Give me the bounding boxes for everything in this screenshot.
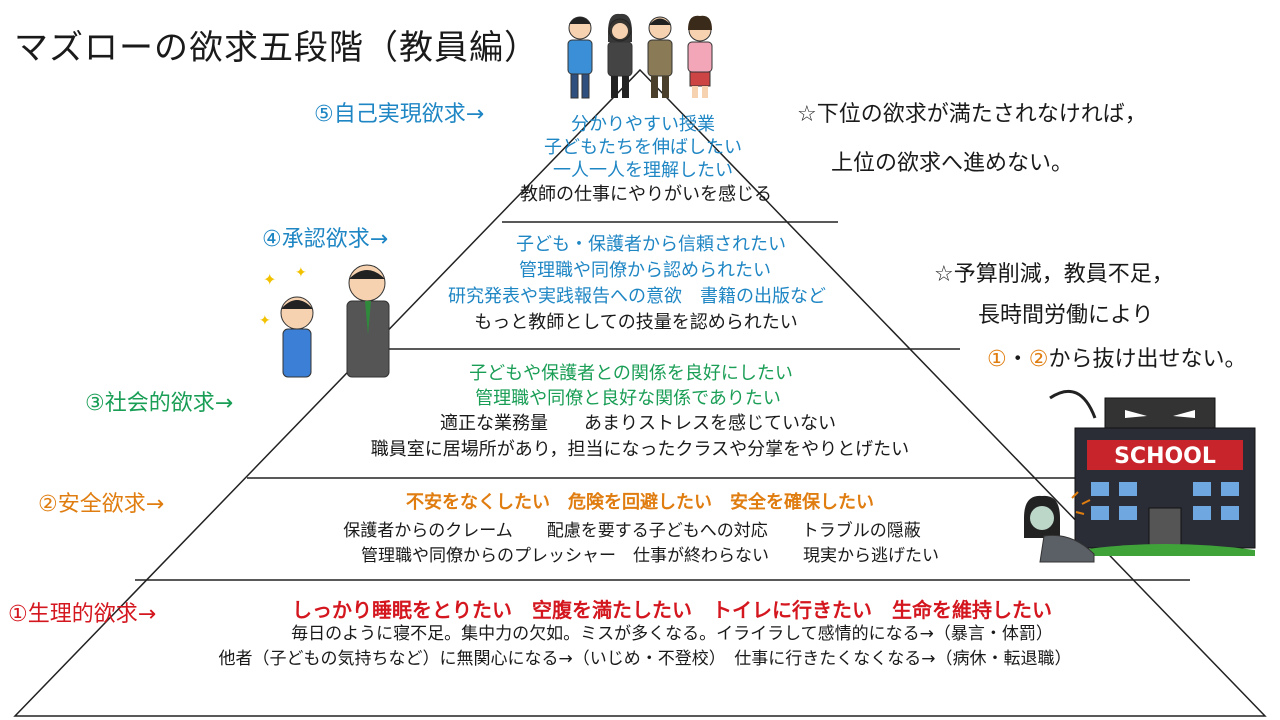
page-title: マズローの欲求五段階（教員編） [14, 28, 539, 68]
level2-line2: 保護者からのクレーム 配慮を要する子どもへの対応 トラブルの隠蔽 [343, 521, 921, 541]
level4-line1: 子ども・保護者から信頼されたい [516, 234, 786, 255]
note2-circle2: ② [1028, 347, 1049, 372]
level1-label: ①生理的欲求→ [8, 602, 157, 627]
level4-line2: 管理職や同僚から認められたい [519, 260, 771, 281]
praise-illustration: ✦ ✦ ✦ [259, 264, 390, 378]
level1-line2: 毎日のように寝不足。集中力の欠如。ミスが多くなる。イライラして感情的になる→（暴… [291, 624, 1053, 644]
level1-line1: しっかり睡眠をとりたい 空腹を満たしたい トイレに行きたい 生命を維持したい [292, 598, 1052, 622]
level4-label: ④承認欲求→ [262, 227, 389, 252]
level3-label: ③社会的欲求→ [85, 391, 234, 416]
note2-circle1: ① [987, 347, 1007, 372]
note1-line1: ☆下位の欲求が満たされなければ， [797, 102, 1147, 127]
stressed-teacher-illustration [1024, 491, 1095, 563]
level2-line3: 管理職や同僚からのプレッシャー 仕事が終わらない 現実から逃げたい [361, 546, 939, 566]
school-sign: SCHOOL [1114, 444, 1216, 469]
note2-line1: ☆予算削減，教員不足， [934, 262, 1174, 287]
note2-rest: から抜け出せない。 [1048, 347, 1247, 372]
school-building-illustration: SCHOOL [1049, 389, 1256, 556]
level3-line1: 子どもや保護者との関係を良好にしたい [469, 363, 793, 384]
pyramid-triangle [13, 68, 1267, 717]
level5-line2: 子どもたちを伸ばしたい [544, 137, 742, 158]
level5-label: ⑤自己実現欲求→ [314, 102, 485, 127]
svg-text:✦: ✦ [263, 270, 276, 289]
level3-line4: 職員室に居場所があり，担当になったクラスや分掌をやりとげたい [370, 439, 910, 460]
note1-line2: 上位の欲求へ進めない。 [831, 151, 1074, 176]
level4-line3: 研究発表や実践報告への意欲 書籍の出版など [448, 286, 826, 307]
level4-line4: もっと教師としての技量を認められたい [474, 312, 798, 333]
level1-line3: 他者（子どもの気持ちなど）に無関心になる→（いじめ・不登校） 仕事に行きたくなく… [218, 649, 1072, 669]
level5-line3: 一人一人を理解したい [553, 160, 733, 181]
teachers-illustration [567, 13, 713, 99]
level3-line3: 適正な業務量 あまりストレスを感じていない [440, 413, 836, 434]
svg-text:✦: ✦ [259, 313, 271, 329]
level5-line4: 教師の仕事にやりがいを感じる [520, 184, 772, 205]
note2-line3: ①・②から抜け出せない。 [987, 341, 1247, 373]
note2-dot: ・ [1006, 347, 1029, 372]
note2-line2: 長時間労働により [978, 303, 1154, 328]
level2-label: ②安全欲求→ [38, 492, 165, 517]
level5-line1: 分かりやすい授業 [571, 114, 715, 135]
svg-text:✦: ✦ [295, 265, 307, 281]
level2-line1: 不安をなくしたい 危険を回避したい 安全を確保したい [406, 492, 874, 513]
level3-line2: 管理職や同僚と良好な関係でありたい [475, 388, 781, 409]
